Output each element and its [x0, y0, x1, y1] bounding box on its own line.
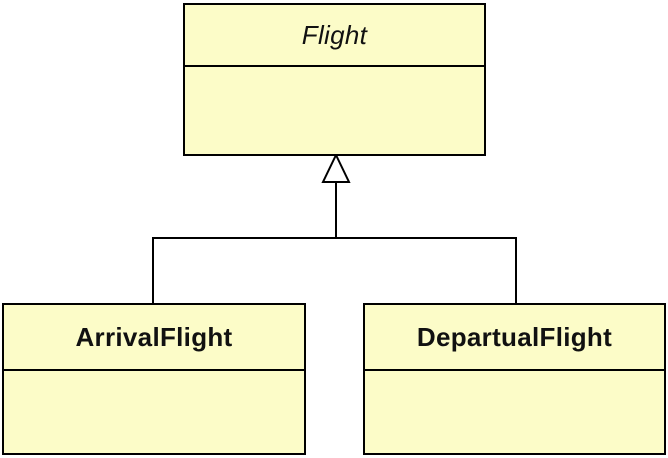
class-attributes-compartment [4, 371, 304, 453]
class-attributes-compartment [365, 371, 664, 453]
class-name-label: DepartualFlight [416, 321, 613, 352]
class-title-compartment: ArrivalFlight [4, 305, 304, 371]
class-name-label: Flight [301, 19, 368, 50]
class-name-label: ArrivalFlight [75, 321, 233, 352]
inheritance-triangle-icon [321, 152, 351, 183]
class-box-flight[interactable]: Flight [183, 3, 486, 156]
class-attributes-compartment [185, 67, 484, 154]
class-box-arrivalflight[interactable]: ArrivalFlight [2, 303, 306, 455]
class-title-compartment: Flight [185, 5, 484, 67]
class-title-compartment: DepartualFlight [365, 305, 664, 371]
class-box-departualflight[interactable]: DepartualFlight [363, 303, 666, 455]
